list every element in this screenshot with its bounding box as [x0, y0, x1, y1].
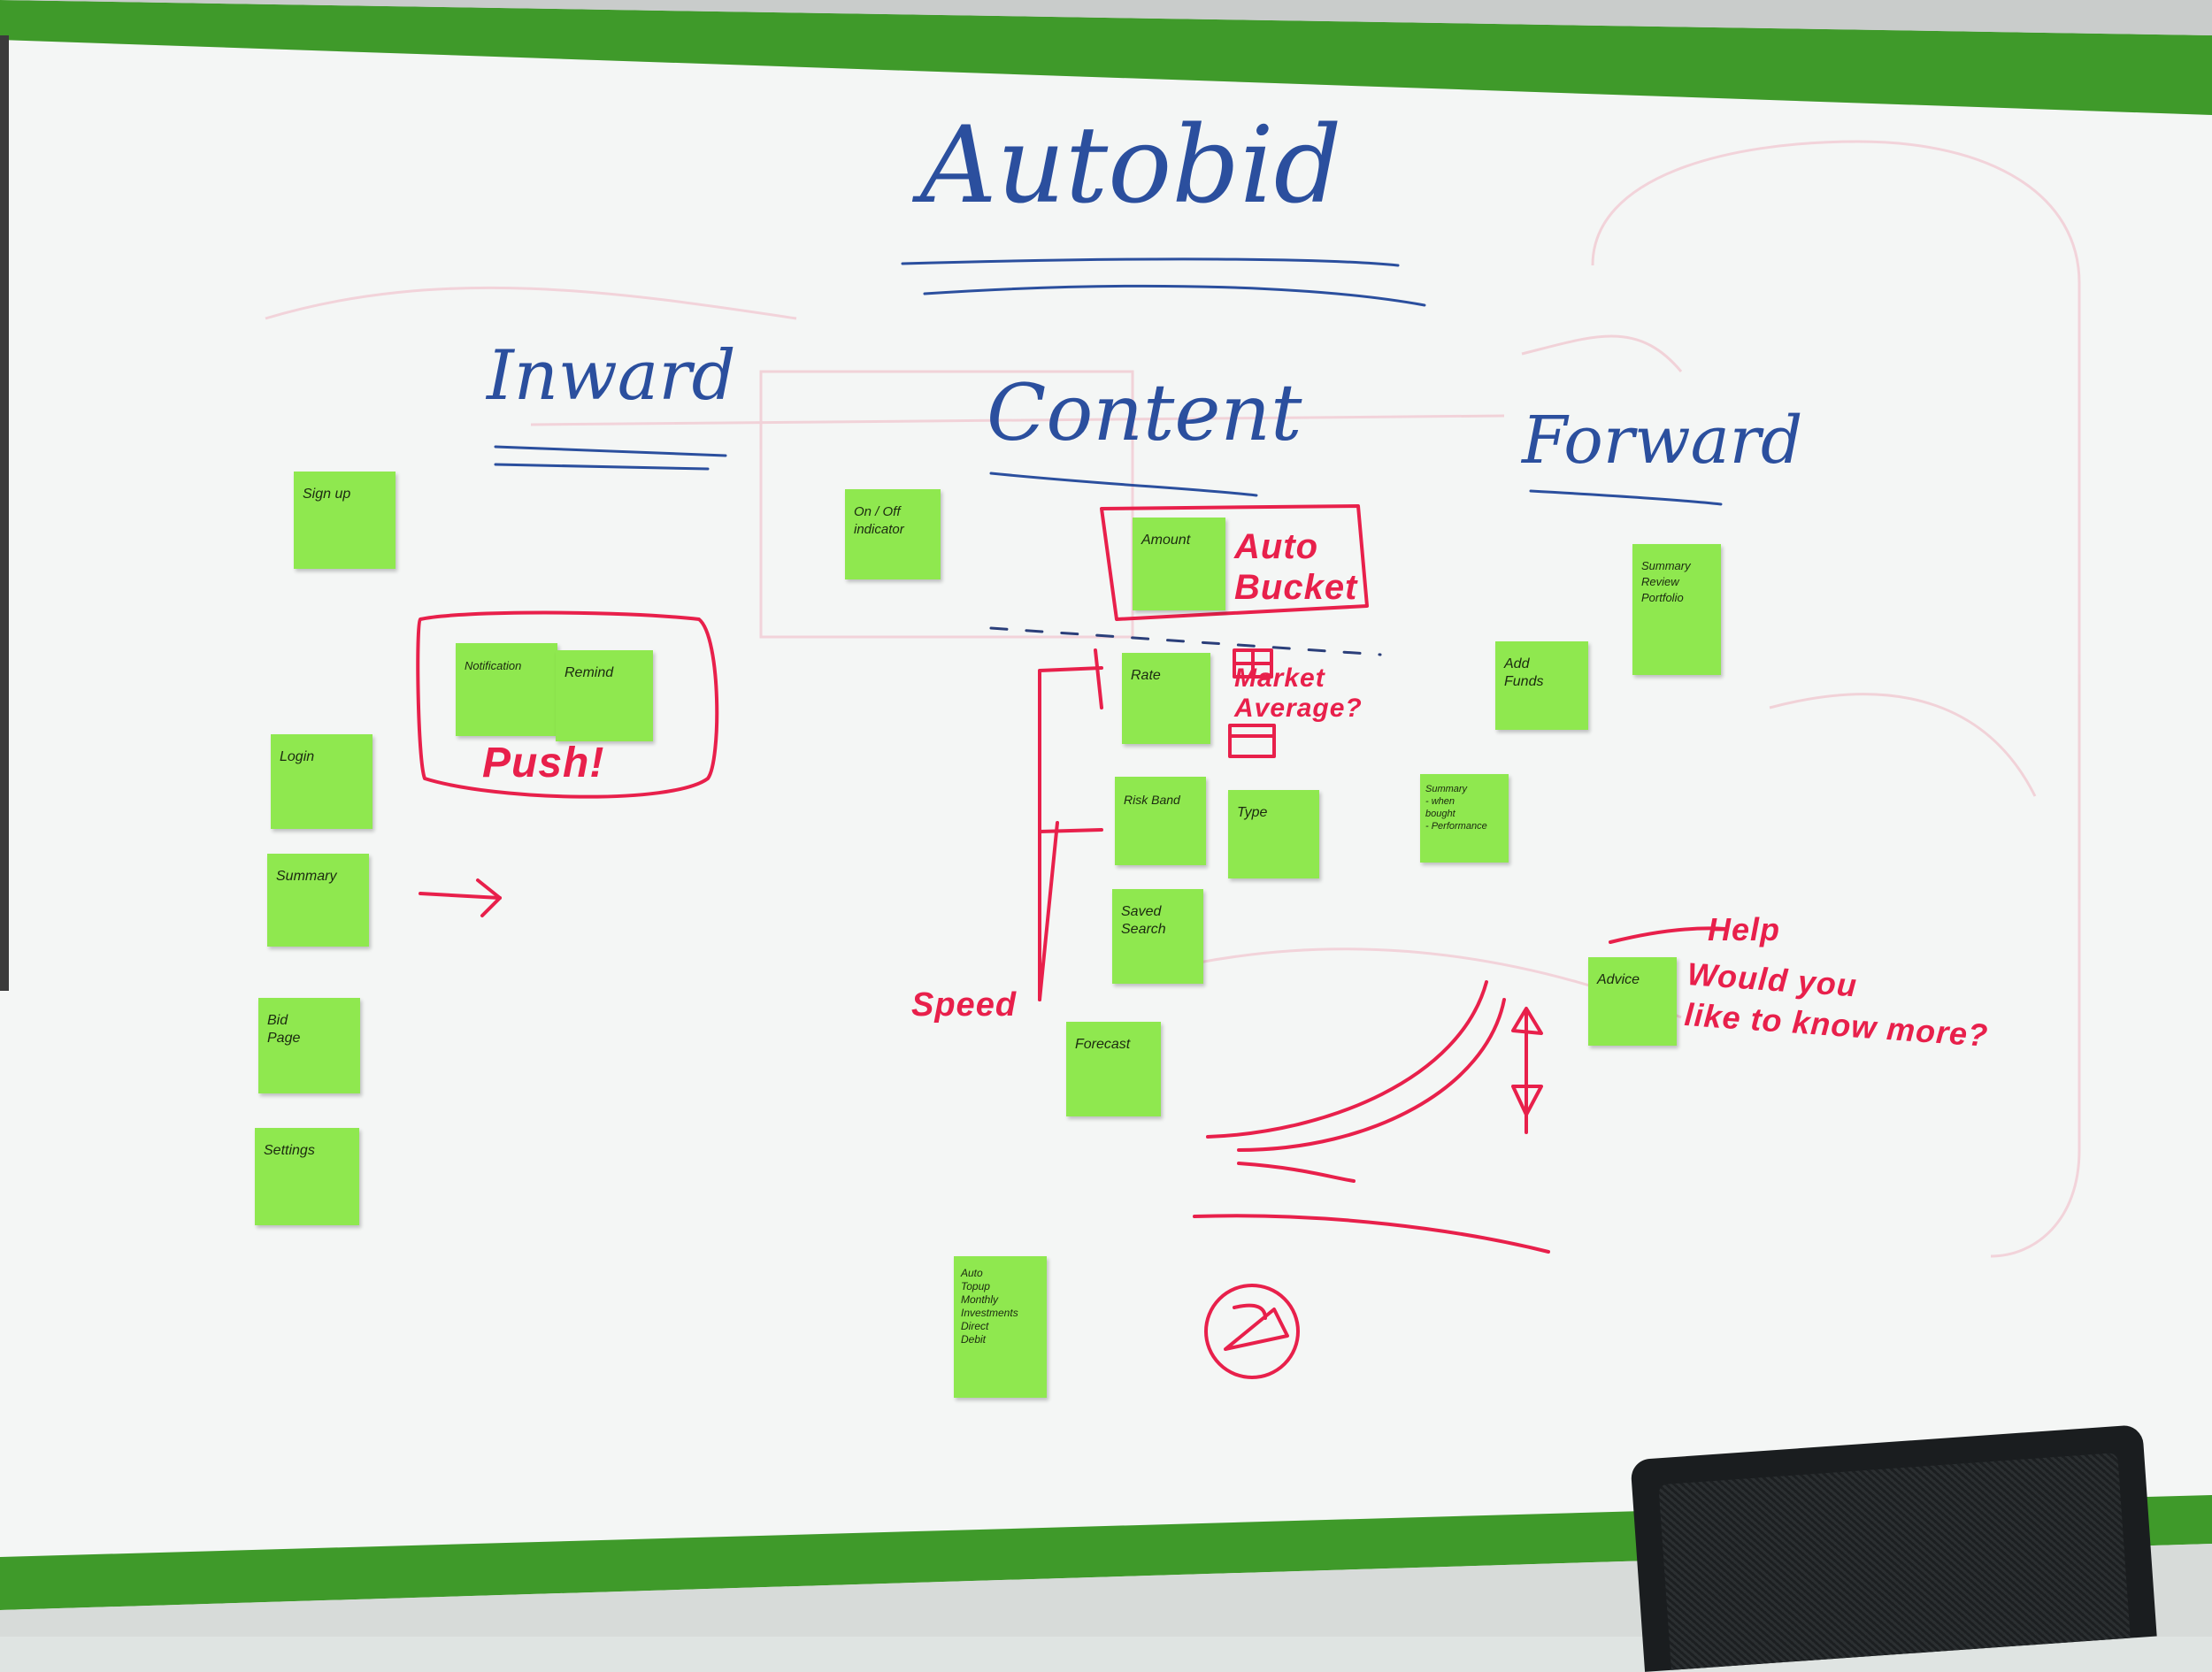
sticky-note-notification: Notification — [456, 643, 557, 736]
board-title: Autobid — [920, 104, 1341, 227]
column-heading-forward: Forward — [1522, 403, 1802, 479]
sticky-note-sign-up: Sign up — [294, 472, 396, 569]
sticky-note-add-funds: Add Funds — [1495, 641, 1588, 730]
sticky-note-settings: Settings — [255, 1128, 359, 1225]
office-chair — [1630, 1424, 2156, 1672]
column-heading-content: Content — [987, 367, 1302, 458]
sticky-note-type: Type — [1228, 790, 1319, 878]
sticky-note-summary-inward: Summary — [267, 854, 369, 947]
sticky-note-login: Login — [271, 734, 373, 829]
market-average-label: Market Average? — [1234, 663, 1363, 724]
sticky-note-saved-search: Saved Search — [1112, 889, 1203, 984]
sticky-note-remind: Remind — [556, 650, 653, 741]
speed-label: Speed — [911, 986, 1017, 1024]
sticky-note-forecast: Forecast — [1066, 1022, 1161, 1116]
sticky-note-auto-topup: Auto Topup Monthly Investments Direct De… — [954, 1256, 1047, 1398]
whiteboard-scene: Autobid Inward Content Forward Auto Buck… — [0, 0, 2212, 1637]
sticky-note-summary-performance: Summary - when bought - Performance — [1420, 774, 1509, 863]
column-heading-inward: Inward — [487, 336, 736, 416]
sticky-note-on-off-indicator: On / Off indicator — [845, 489, 941, 579]
sticky-note-summary-review-portfolio: Summary Review Portfolio — [1632, 544, 1721, 675]
sticky-note-bid-page: Bid Page — [258, 998, 360, 1093]
sticky-note-risk-band: Risk Band — [1115, 777, 1206, 865]
auto-bucket-label: Auto Bucket — [1234, 526, 1357, 608]
sticky-note-rate: Rate — [1122, 653, 1210, 744]
sticky-note-advice: Advice — [1588, 957, 1677, 1046]
push-label: Push! — [482, 739, 604, 787]
help-label: Help — [1708, 911, 1780, 948]
sticky-note-amount: Amount — [1133, 518, 1225, 610]
